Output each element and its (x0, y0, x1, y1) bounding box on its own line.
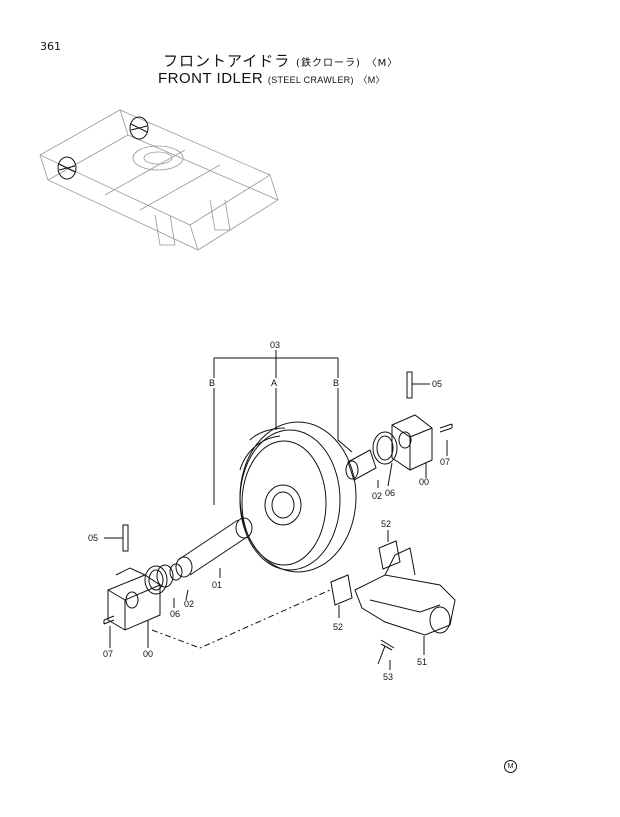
title-jp-main: フロントアイドラ (163, 52, 291, 70)
label-00-right: 00 (419, 477, 429, 487)
label-00-left: 00 (143, 649, 153, 659)
title-english: FRONT IDLER (STEEL CRAWLER) 〈M〉 (158, 70, 385, 87)
shim-plate-upper (378, 540, 401, 570)
label-01: 01 (212, 580, 222, 590)
yoke-bolt (377, 639, 395, 665)
label-05-right: 05 (432, 379, 442, 389)
label-06-right: 06 (385, 488, 395, 498)
left-pin (104, 524, 129, 552)
callout-bracket-03 (213, 350, 353, 505)
revision-mark: M (504, 760, 517, 773)
title-jp-variant: 〈M〉 (366, 58, 399, 69)
left-seal-assembly (144, 564, 174, 595)
undercarriage-locator-sketch (39, 109, 279, 251)
label-51: 51 (417, 657, 427, 667)
label-A: A (271, 378, 277, 388)
leader-lines (109, 440, 448, 670)
shim-plate-lower (330, 574, 353, 606)
label-02-right: 02 (372, 491, 382, 501)
label-06-left: 06 (170, 609, 180, 619)
label-B-right: B (333, 378, 339, 388)
idler-wheel (239, 421, 357, 573)
label-52-top: 52 (381, 519, 391, 529)
title-en-variant: 〈M〉 (358, 75, 385, 85)
label-05-left: 05 (88, 533, 98, 543)
title-jp-sub: (鉄クローラ) (296, 58, 361, 69)
title-en-sub: (STEEL CRAWLER) (267, 75, 354, 85)
right-bracket-housing (391, 414, 433, 471)
phantom-connection-line (151, 589, 331, 649)
label-B-left: B (209, 378, 215, 388)
label-53: 53 (383, 672, 393, 682)
page-number: 361 (40, 40, 61, 53)
idler-shaft (169, 517, 253, 581)
title-en-main: FRONT IDLER (158, 70, 264, 87)
left-bolt (103, 615, 115, 625)
left-bracket-housing (107, 567, 161, 631)
label-02-left: 02 (184, 599, 194, 609)
right-pin (406, 371, 430, 399)
title-japanese: フロントアイドラ (鉄クローラ) 〈M〉 (163, 50, 398, 71)
label-07-left: 07 (103, 649, 113, 659)
label-52-bottom: 52 (333, 622, 343, 632)
right-seal-assembly (345, 431, 398, 481)
right-bolt (439, 423, 453, 433)
label-07-right: 07 (440, 457, 450, 467)
label-03: 03 (270, 340, 280, 350)
idler-yoke (354, 547, 456, 636)
